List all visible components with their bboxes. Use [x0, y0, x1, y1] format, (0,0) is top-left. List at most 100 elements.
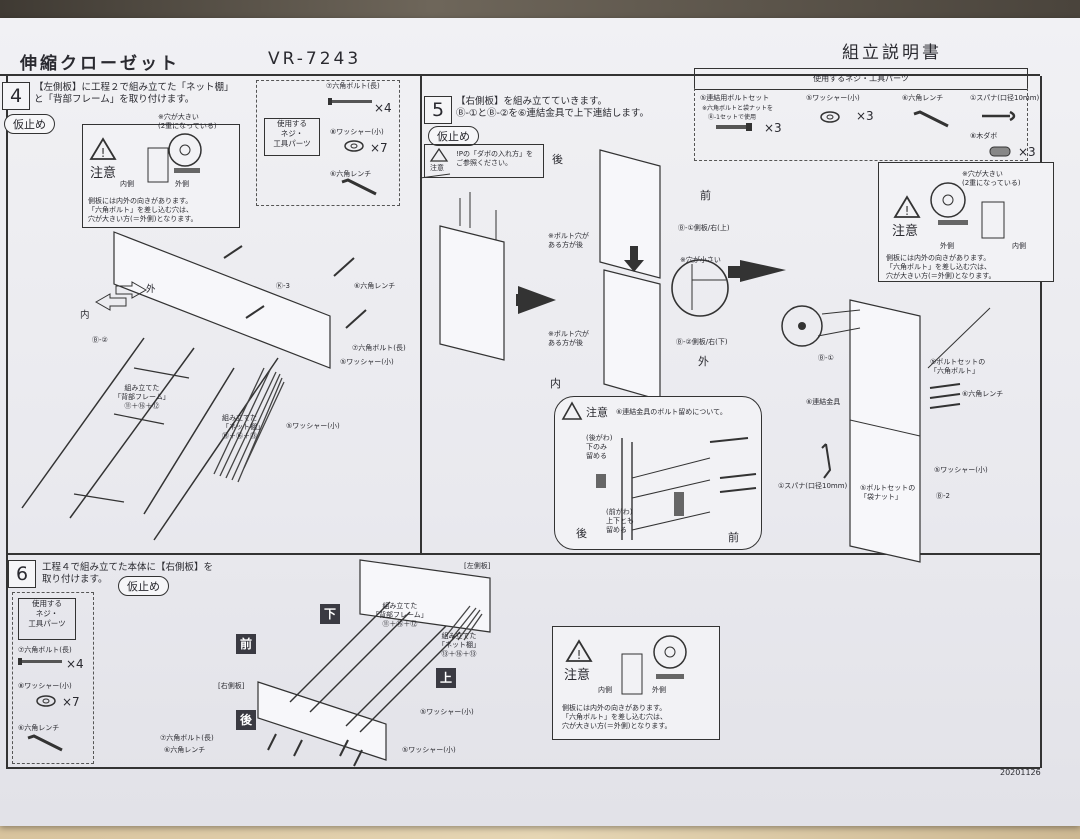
step5-label-wrench: ⑥六角レンチ [962, 390, 1004, 398]
step5-label-connector: ⑥連結金具 [806, 398, 841, 406]
step5-part-washer-qty: ×3 [856, 109, 874, 123]
step4-parts-box-label: 使用する ネジ・ 工具パーツ [264, 118, 320, 156]
step6-washer-icon [36, 695, 56, 707]
model-number: VR-7243 [268, 49, 362, 69]
step6-number: 6 [8, 560, 36, 588]
step5-note-box [424, 144, 544, 178]
step5-temp-label: 仮止め [428, 126, 479, 146]
step6-wrench-icon [27, 734, 63, 752]
step6-label-net: 組み立てた 「ネット棚」 ⑬＋⑯＋⑬ [438, 632, 480, 658]
step5-spanner-icon [982, 110, 1016, 122]
step5-washer-icon [820, 111, 840, 123]
step5-label-nut: ⑤ボルトセットの 「袋ナット」 [860, 484, 916, 501]
step6-part-washer: ⑧ワッシャー(小) [18, 682, 72, 690]
step5-part-dowel-qty: ×3 [1018, 145, 1036, 159]
step4-caution-out: 外側 [175, 180, 189, 188]
step6-caution-out: 外側 [652, 686, 666, 694]
step6-part-bolt: ⑦六角ボルト(長) [18, 646, 72, 654]
step5-label-b1r: Ⓑ-① [818, 354, 834, 362]
step4-label-bm2: Ⓑ-② [92, 336, 108, 344]
instruction-sheet: 伸縮クローゼット VR-7243 組立説明書 20201126 4 【左側板】に… [0, 18, 1080, 826]
step6-instruction: 工程４で組み立てた本体に【右側板】を 取り付けます。 [42, 562, 214, 585]
step4-warning-icon: ! [89, 137, 117, 160]
step5-label-out: 外 [698, 355, 709, 368]
divider-bottom [6, 767, 1040, 769]
step5-caution-in: 内側 [1012, 242, 1026, 250]
step5-note-warning-icon [429, 147, 449, 162]
divider-mid [6, 553, 1040, 555]
step6-label-wrench: ⑥六角レンチ [164, 746, 206, 754]
step5-label-in: 内 [550, 377, 561, 390]
step4-part-bolt: ⑦六角ボルト(長) [326, 82, 380, 90]
step6-label-left-panel: [左側板] [464, 562, 491, 570]
step6-label-washer2: ⑤ワッシャー(小) [402, 746, 456, 754]
step5-wrench-icon [913, 110, 949, 128]
left-border [6, 76, 8, 768]
product-name: 伸縮クローゼット [20, 54, 180, 74]
step5-label-b2r: Ⓑ-2 [936, 492, 950, 500]
step5-part-boltset: ⑤連結用ボルトセット [700, 94, 770, 102]
doc-title: 組立説明書 [842, 43, 942, 63]
step4-caution-in: 内側 [120, 180, 134, 188]
step5-part-washer: ⑤ワッシャー(小) [806, 94, 860, 102]
step4-label-bolt: ⑦六角ボルト(長) [352, 344, 406, 352]
step5-label-b1: Ⓑ-①側板/右(上) [678, 224, 730, 232]
step4-wrench-icon [341, 178, 377, 196]
step6-label-right-panel: [右側板] [218, 682, 245, 690]
step5-label-hole-small: ※穴が小さい [680, 256, 721, 264]
step4-part-washer-qty: ×7 [370, 141, 388, 155]
step5-label-back: 後 [552, 153, 563, 166]
step4-caution-hole: ※穴が大きい (2重になっている) [158, 113, 217, 130]
step6-part-bolt-qty: ×4 [66, 657, 84, 671]
step5-part-boltset-qty: ×3 [764, 121, 782, 135]
step5-label-b2: Ⓑ-②側板/右(下) [676, 338, 728, 346]
step5-part-boltset-note: ※六角ボルトと袋ナットを Ⓑ-1セットで使用 [702, 105, 774, 121]
step4-part-bolt-qty: ×4 [374, 101, 392, 115]
step5-label-washer: ⑤ワッシャー(小) [934, 466, 988, 474]
step6-part-wrench: ⑥六角レンチ [18, 724, 60, 732]
step6-label-bolt: ⑦六角ボルト(長) [160, 734, 214, 742]
step5-number: 5 [424, 96, 452, 124]
step4-assembly-diagram [21, 231, 367, 541]
step6-assembly-diagram [257, 559, 491, 767]
step5-detail-title: 注意 [586, 406, 608, 419]
step5-part-spanner: ①スパナ(口径10mm) [970, 94, 1040, 102]
step5-label-spanner: ①スパナ(口径10mm) [778, 482, 848, 490]
svg-text:!: ! [577, 648, 582, 662]
step6-caution-diagram [621, 635, 687, 695]
step5-detail-text: ⑥連結金具のボルト留めについて。 [616, 408, 727, 416]
step6-badge-down: 下 [320, 604, 340, 624]
step4-bolt-icon [328, 98, 372, 105]
step6-parts-box-label: 使用する ネジ・ 工具パーツ [18, 598, 76, 640]
step4-label-wrench: ⑥六角レンチ [354, 282, 396, 290]
step6-caution-box [552, 626, 720, 740]
step4-washer-icon [344, 140, 364, 152]
step5-caution-title: 注意 [892, 224, 919, 239]
date-code: 20201126 [1000, 768, 1041, 777]
step6-badge-up: 上 [436, 668, 456, 688]
step5-note-label: 注意 [430, 164, 444, 172]
step4-parts-box [256, 80, 400, 206]
step6-bolt-icon [18, 658, 62, 665]
step6-part-washer-qty: ×7 [62, 695, 80, 709]
svg-text:!: ! [101, 146, 106, 160]
step5-caution-out: 外側 [940, 242, 954, 250]
step5-caution-hole: ※穴が大きい (2重になっている) [962, 170, 1021, 187]
step5-boltset-icon [716, 123, 752, 131]
step4-caution-diagram [147, 133, 202, 183]
svg-text:!: ! [905, 204, 910, 218]
step4-instruction: 【左側板】に工程２で組み立てた「ネット棚」 と「背部フレーム」を取り付けます。 [34, 82, 234, 105]
step5-part-wrench: ⑥六角レンチ [902, 94, 944, 102]
step4-caution-title: 注意 [90, 166, 117, 181]
step5-label-hole-back1: ※ボルト穴が ある方が後 [548, 232, 589, 249]
header-rule [0, 74, 1040, 76]
step5-detail-back-arrow: 後 [576, 527, 587, 540]
step4-caution-text: 側板には内外の向きがあります。 「六角ボルト」を差し込む穴は、 穴が大きい方(＝… [88, 197, 198, 223]
step5-parts-box [694, 88, 1028, 161]
step6-temp-label: 仮止め [118, 576, 169, 596]
step4-label-out: 外 [146, 284, 156, 295]
step5-parts-header: 使用するネジ・工具パーツ [694, 68, 1028, 90]
step6-parts-box [12, 592, 94, 764]
step5-detail-diagram [596, 437, 757, 540]
step4-caution-box [82, 124, 240, 228]
